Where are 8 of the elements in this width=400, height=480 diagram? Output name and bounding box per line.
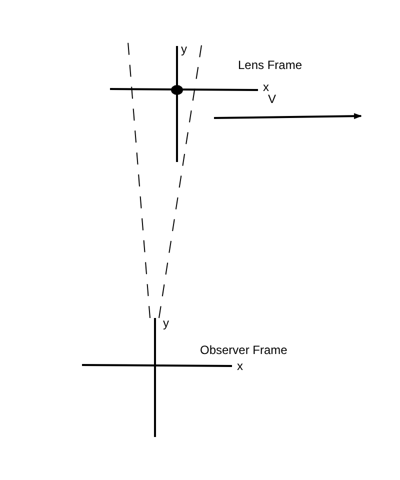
- frame-title: Lens Frame: [238, 58, 302, 72]
- frame-title: Observer Frame: [200, 343, 288, 357]
- axis-label: x: [237, 359, 243, 373]
- axis-label: y: [163, 316, 169, 330]
- dashed-sight-line: [128, 42, 150, 318]
- velocity-label: V: [268, 92, 276, 106]
- axis-label: y: [181, 42, 187, 56]
- axis-label: x: [263, 80, 269, 94]
